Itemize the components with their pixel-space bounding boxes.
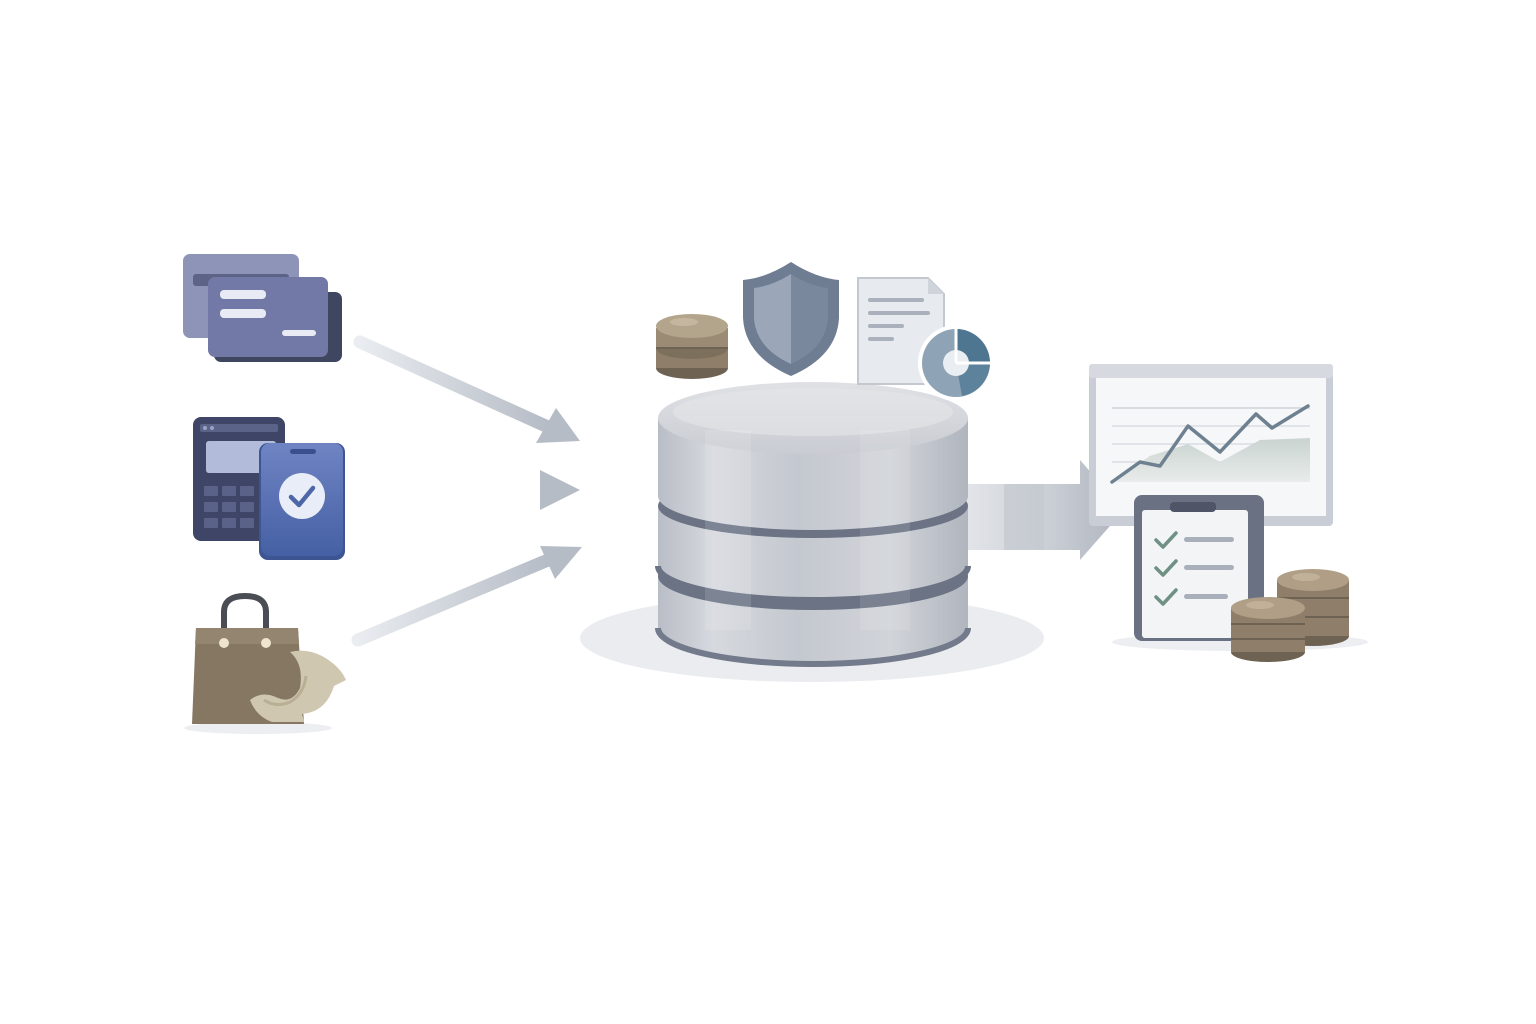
shield-icon (743, 262, 839, 376)
pos-terminal-phone-icon (193, 417, 345, 560)
flow-arrow-1 (360, 342, 580, 443)
credit-cards-icon (183, 254, 342, 362)
flow-arrow-3 (358, 546, 582, 640)
coin-stack-icon (656, 314, 728, 379)
pie-chart-icon (918, 325, 994, 401)
shopping-bag-icon (184, 596, 346, 734)
flow-arrow-2 (362, 470, 580, 510)
